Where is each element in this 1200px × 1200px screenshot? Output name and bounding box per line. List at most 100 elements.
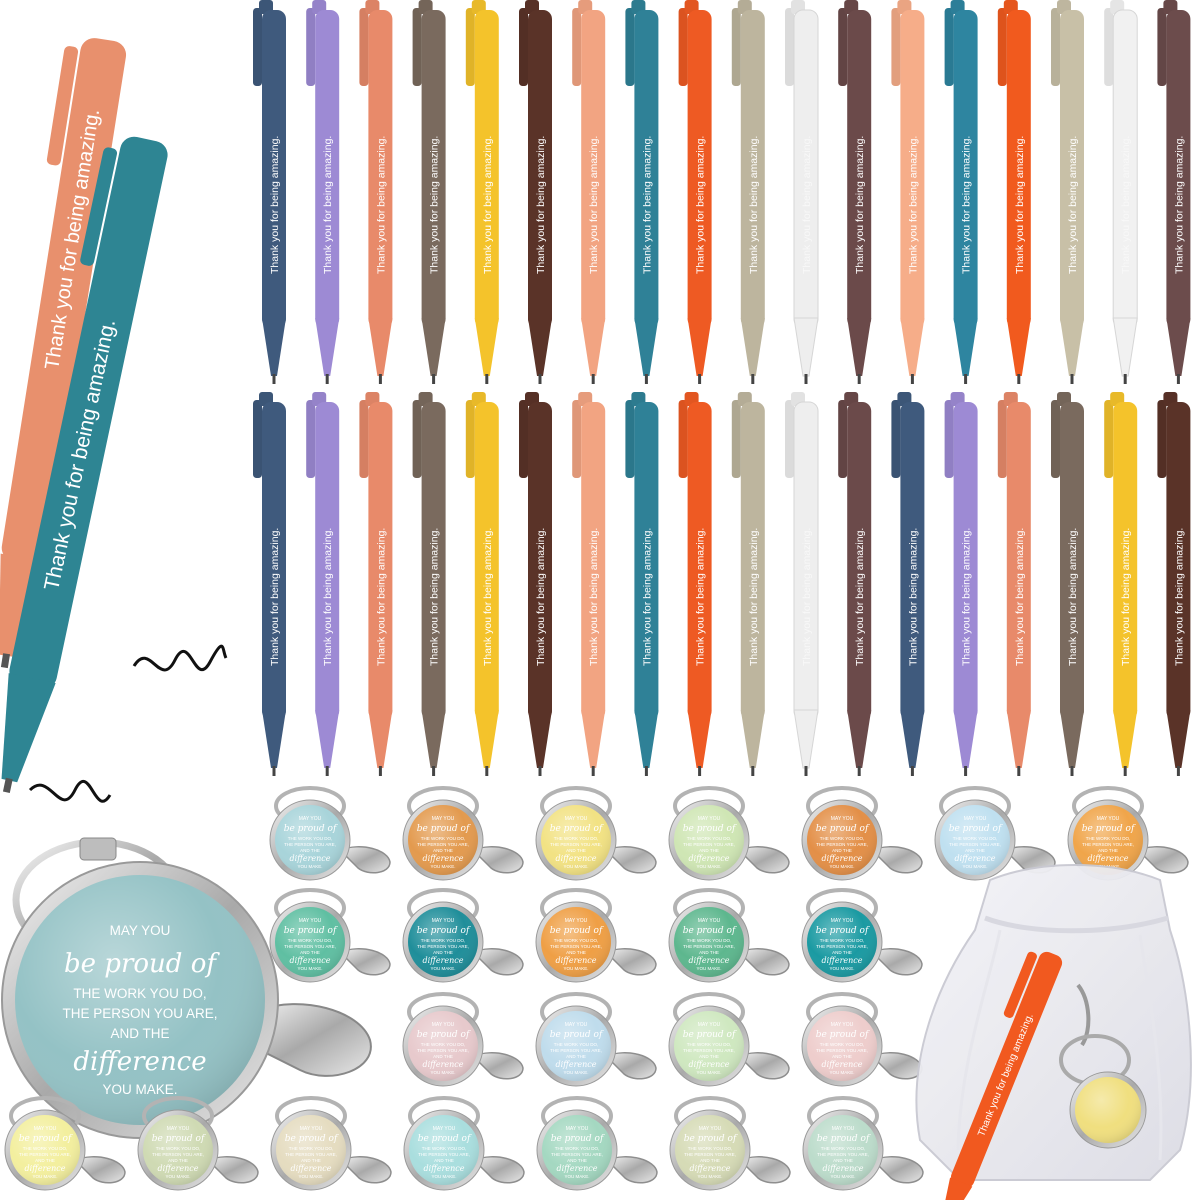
lobster-clasp — [472, 1156, 525, 1184]
glass-shine — [1075, 1077, 1141, 1143]
pen: Thank you for being amazing. — [465, 392, 499, 776]
keychain-text: difference — [289, 956, 330, 965]
keychain-text: MAY YOU — [167, 1126, 190, 1132]
keychain-text: THE WORK YOU DO, — [687, 1042, 731, 1047]
keychain-text: THE PERSON YOU ARE, — [683, 842, 735, 847]
pen-body — [847, 402, 872, 720]
pen-body — [1166, 402, 1191, 720]
pen-text: Thank you for being amazing. — [641, 136, 653, 274]
pen-clip — [80, 147, 118, 266]
pen-text: Thank you for being amazing. — [535, 136, 547, 274]
keychain-text: difference — [688, 956, 729, 965]
pen: Thank you for being amazing. — [306, 392, 340, 776]
pen-text: Thank you for being amazing. — [375, 136, 387, 274]
pen-taper — [368, 710, 393, 768]
pen-text: Thank you for being amazing. — [854, 528, 866, 666]
keychain-text: AND THE — [832, 848, 852, 853]
keychain-text: YOU MAKE. — [431, 1174, 456, 1179]
pen-text: Thank you for being amazing. — [1014, 528, 1026, 666]
lobster-clasp — [471, 948, 524, 976]
keychain-text: THE PERSON YOU ARE, — [418, 1152, 470, 1157]
pen-taper — [793, 709, 819, 769]
lobster-clasp — [248, 1003, 372, 1077]
pen-clip — [1051, 400, 1060, 478]
pen: Thank you for being amazing. — [465, 0, 499, 384]
keychain-text: YOU MAKE. — [962, 864, 987, 869]
pen-taper — [528, 710, 552, 768]
pen-body — [1006, 10, 1031, 328]
pen-clip — [572, 400, 582, 478]
pen-clip — [625, 8, 635, 86]
keychain-text: THE PERSON YOU ARE, — [285, 1152, 337, 1157]
glass-shine — [674, 1011, 744, 1081]
pen: Thank you for being amazing. — [306, 0, 340, 384]
keychain-text: MAY YOU — [300, 1126, 323, 1132]
pen-taper — [793, 317, 819, 377]
pen: Thank you for being amazing. — [785, 392, 819, 776]
keychain-text: YOU MAKE. — [563, 864, 588, 869]
pen-body — [1060, 10, 1084, 328]
pen-text: Thank you for being amazing. — [1173, 528, 1185, 666]
keychain-text: YOU MAKE. — [563, 1070, 588, 1075]
pen-taper — [581, 710, 606, 768]
pen-text: Thank you for being amazing. — [322, 528, 334, 666]
keychain-text: be proud of — [683, 1030, 737, 1040]
keychain-text: YOU MAKE. — [696, 966, 721, 971]
keychain-text: be proud of — [417, 824, 471, 834]
keychain-text: AND THE — [433, 950, 453, 955]
pen-tip — [644, 374, 648, 384]
pen-tip — [698, 374, 702, 384]
pen-text: Thank you for being amazing. — [748, 136, 760, 274]
keychain-text: YOU MAKE. — [430, 864, 455, 869]
pen-text: Thank you for being amazing. — [375, 528, 387, 666]
keychain-text: THE PERSON YOU ARE, — [1082, 842, 1134, 847]
pen-taper — [1060, 318, 1084, 376]
pen-text: Thank you for being amazing. — [1120, 136, 1132, 274]
keychain-text: YOU MAKE. — [32, 1174, 57, 1179]
keychain-text: THE PERSON YOU ARE, — [550, 842, 602, 847]
lobster-clasp — [604, 846, 657, 874]
keychain-text: THE WORK YOU DO, — [421, 938, 465, 943]
pen-body — [421, 402, 446, 720]
pen-taper — [953, 710, 978, 768]
pen-taper — [1113, 710, 1138, 768]
gift-bag: Thank you for being amazing. — [915, 864, 1192, 1200]
pen-clip — [997, 400, 1007, 478]
keychain-text: THE WORK YOU DO, — [156, 1146, 200, 1151]
pen-body — [528, 10, 552, 328]
pen-text: Thank you for being amazing. — [695, 136, 707, 274]
keychain-text: THE WORK YOU DO, — [1086, 836, 1130, 841]
lobster-clasp — [604, 948, 657, 976]
keychain-line4: AND THE — [110, 1026, 169, 1041]
pen: Thank you for being amazing. — [1104, 392, 1138, 776]
keychain-text: be proud of — [418, 1134, 472, 1144]
pen-body — [474, 10, 499, 328]
pen-text: Thank you for being amazing. — [801, 136, 813, 274]
keychain-text: THE WORK YOU DO, — [821, 1146, 865, 1151]
pen-clip — [731, 400, 741, 478]
pen-clip — [359, 8, 369, 86]
pen-clip — [1051, 8, 1060, 86]
keychain-text: difference — [556, 1164, 597, 1173]
keychain-text: THE WORK YOU DO, — [421, 836, 465, 841]
pen-tip — [432, 374, 436, 384]
keychain-text: THE WORK YOU DO, — [288, 938, 332, 943]
keychain-text: MAY YOU — [565, 816, 588, 822]
pen-taper — [315, 318, 340, 376]
keychain-text: MAY YOU — [299, 816, 322, 822]
pen: Thank you for being amazing. — [359, 0, 393, 384]
pen-body — [687, 10, 712, 328]
pen-body — [687, 402, 712, 720]
glass-shine — [674, 907, 744, 977]
keychain-text: YOU MAKE. — [430, 966, 455, 971]
keychain-text: AND THE — [168, 1158, 188, 1163]
pen-tip — [432, 766, 436, 776]
